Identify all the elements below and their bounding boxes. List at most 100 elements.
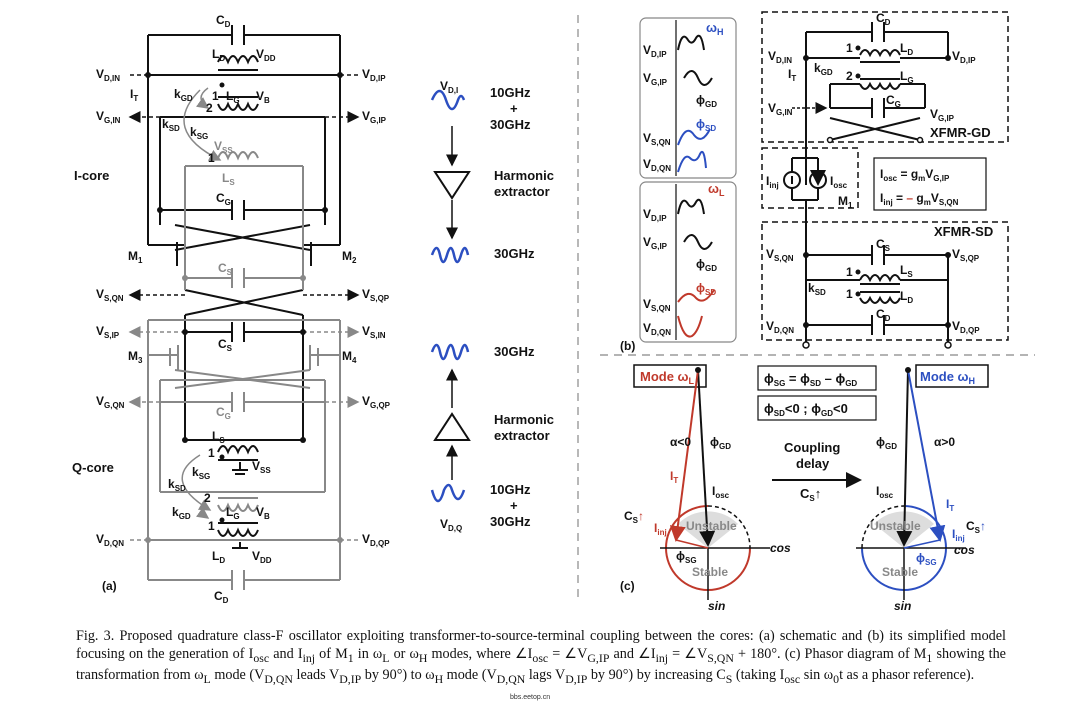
two-q: 2: [204, 491, 211, 505]
b-it: IT: [788, 67, 796, 83]
coupling-label: Coupling: [784, 440, 840, 455]
panel-b-model: CD VD,IN 1 LD VD,IP IT kGD 2 LG CG VG,IN…: [761, 11, 1009, 349]
iinj-h: Iinj: [952, 527, 965, 543]
b-one-d: 1: [846, 287, 853, 301]
lg-q-label: LG: [226, 505, 240, 521]
schematic-a: [147, 25, 341, 549]
b-vdip-h: VD,IP: [643, 43, 667, 59]
b-ksd: kSD: [808, 281, 826, 297]
watermark: bbs.eetop.cn: [510, 694, 551, 701]
mix1-b: 10GHz: [490, 482, 531, 497]
ksd-label: kSD: [162, 117, 180, 133]
b-vdqn-h: VD,QN: [643, 157, 671, 173]
sin-l: sin: [708, 599, 725, 613]
ksg-label: kSG: [190, 125, 208, 141]
unstable-l: Unstable: [686, 519, 737, 533]
b-phigd-l: ϕGD: [696, 257, 717, 273]
b-iinj: Iinj: [766, 174, 779, 190]
b-lg: LG: [900, 69, 914, 85]
ext1-b: Harmonic: [494, 412, 554, 427]
plus-b: +: [510, 498, 518, 513]
vss-q-label: VSS: [252, 459, 271, 475]
cos-l: cos: [770, 541, 791, 555]
vdin-label: VD,IN: [96, 67, 120, 83]
waveform-q: [430, 483, 466, 503]
vb-label: VB: [256, 89, 270, 105]
b-vdin: VD,IN: [768, 49, 792, 65]
out-b: 30GHz: [494, 344, 535, 359]
vgqn-label: VG,QN: [96, 394, 125, 410]
b-cs: CS: [876, 237, 891, 253]
b-cd-top: CD: [876, 11, 891, 27]
mix2-a: 30GHz: [490, 117, 531, 132]
mode-h-label: Mode ωH: [920, 369, 975, 386]
ext2-b: extractor: [494, 428, 550, 443]
iosc-h: Iosc: [876, 484, 894, 500]
harmonic-column: VD,I 10GHz + 30GHz Harmonic extractor 30…: [430, 79, 554, 533]
vdi-label: VD,I: [440, 79, 458, 95]
out-a: 30GHz: [494, 246, 535, 261]
xfmr-sd-label: XFMR-SD: [934, 224, 993, 239]
extractor-down: [433, 171, 471, 200]
ext1-a: Harmonic: [494, 168, 554, 183]
one-top: 1: [212, 89, 219, 103]
phase-eq: ϕSG = ϕSD – ϕGD: [764, 371, 857, 388]
phisg-l: ϕSG: [676, 549, 697, 565]
cs-up-h: CS↑: [966, 519, 986, 535]
junction-dots: [145, 72, 343, 523]
ld-label: LD: [212, 47, 225, 63]
panel-a-tag: (a): [102, 579, 117, 593]
stable-h: Stable: [882, 565, 918, 579]
panel-c-tag: (c): [620, 579, 635, 593]
panel-c: Mode ωL Mode ωH ϕSG = ϕSD – ϕGD ϕSD<0 ; …: [620, 364, 989, 613]
ksd-q-label: kSD: [168, 477, 186, 493]
b-cg: CG: [886, 93, 901, 109]
b-vgip-h: VG,IP: [643, 71, 668, 87]
figure-caption: Fig. 3. Proposed quadrature class-F osci…: [76, 628, 1006, 686]
mix1-a: 10GHz: [490, 85, 531, 100]
iosc-l: Iosc: [712, 484, 730, 500]
vgin-label: VG,IN: [96, 109, 121, 125]
phase-cond: ϕSD<0 ; ϕGD<0: [764, 401, 848, 418]
one-q2: 1: [208, 519, 215, 533]
waveform-30-top: [430, 246, 470, 264]
cg-label: CG: [216, 191, 231, 207]
b-vdip-l: VD,IP: [643, 207, 667, 223]
ksg-q-label: kSG: [192, 465, 210, 481]
vss-label: VSS: [214, 139, 233, 155]
schematic-a-grey: [147, 151, 341, 590]
b-one-s: 1: [846, 265, 853, 279]
two-top: 2: [206, 101, 213, 115]
ld-q-label: LD: [212, 549, 225, 565]
it-label: IT: [130, 87, 138, 103]
cs-label: CS: [218, 337, 233, 353]
b-cd: CD: [876, 307, 891, 323]
plus-a: +: [510, 101, 518, 116]
one-mid: 1: [208, 151, 215, 165]
labels-a: CD LD VDD VD,IN VD,IP kGD 1 2 LG VB IT V…: [72, 13, 391, 605]
b-vsqp: VS,QP: [952, 247, 980, 263]
cd-q-label: CD: [214, 589, 229, 605]
b-phisd-l: ϕSD: [696, 281, 716, 297]
unstable-h: Unstable: [870, 519, 921, 533]
vdd-label: VDD: [256, 47, 276, 63]
vdq-label: VD,Q: [440, 517, 462, 533]
b-vgip: VG,IP: [930, 107, 955, 123]
phigd-h: ϕGD: [876, 435, 897, 451]
vdqn-label: VD,QN: [96, 532, 124, 548]
b-two: 2: [846, 69, 853, 83]
delay-label: delay: [796, 456, 830, 471]
waveform-30-bottom: [430, 343, 470, 361]
alpha-pos: α>0: [934, 435, 955, 449]
b-vdqp: VD,QP: [952, 319, 980, 335]
vgip-label: VG,IP: [362, 109, 387, 125]
m3-label: M3: [128, 349, 143, 365]
ext2-a: extractor: [494, 184, 550, 199]
stable-l: Stable: [692, 565, 728, 579]
panel-b-tag: (b): [620, 339, 635, 353]
phisg-h: ϕSG: [916, 551, 937, 567]
extractor-up: [433, 412, 471, 441]
lg-label: LG: [226, 89, 240, 105]
cos-h: cos: [954, 543, 975, 557]
it-h: IT: [946, 497, 954, 513]
